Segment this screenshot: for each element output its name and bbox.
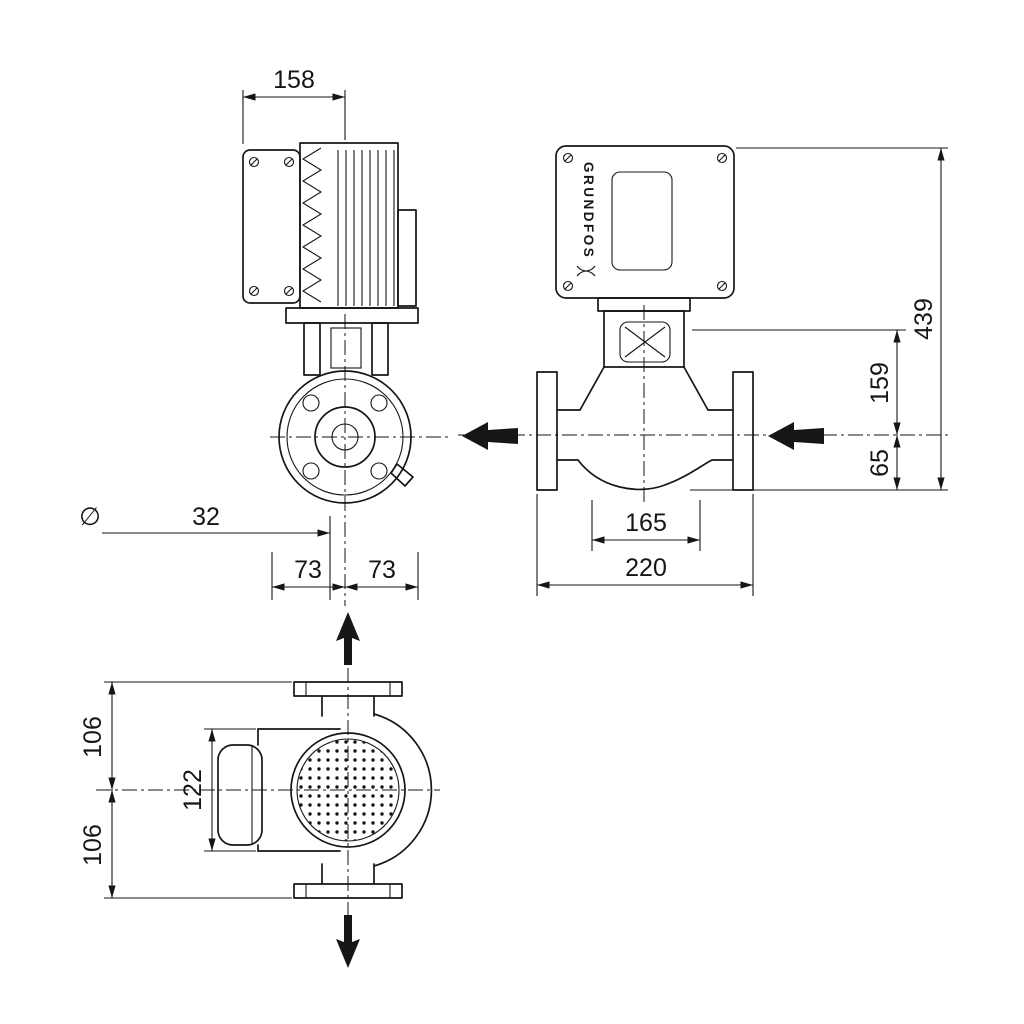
dim-total-height: 439 bbox=[690, 147, 948, 491]
grundfos-wordmark: GRUNDFOS bbox=[581, 162, 596, 259]
flow-arrow-down-icon bbox=[336, 915, 360, 968]
nameplate bbox=[611, 171, 673, 271]
coupling-window bbox=[619, 321, 671, 363]
dim-port-diameter-label: 32 bbox=[192, 503, 220, 531]
support-left bbox=[303, 322, 321, 376]
motor-body bbox=[299, 142, 417, 309]
dim-flange-inner: 165 bbox=[591, 500, 701, 551]
side-view: GRUNDFOS 439 bbox=[458, 145, 952, 596]
flow-arrow-up-icon bbox=[336, 612, 360, 665]
screw-icon bbox=[562, 152, 728, 292]
dim-flange-lower: 106 bbox=[79, 790, 292, 899]
support-right bbox=[371, 322, 389, 376]
bolt-hole bbox=[370, 394, 388, 412]
dim-port-to-port: 220 bbox=[536, 494, 754, 596]
dim-pump-height-label: 159 bbox=[866, 362, 894, 404]
pump-housing-plan bbox=[321, 695, 433, 885]
motor-flange bbox=[285, 307, 419, 324]
plan-view: 106 106 122 bbox=[79, 612, 440, 968]
flange-right bbox=[732, 371, 754, 491]
flow-arrow-right-icon bbox=[768, 422, 824, 450]
dim-port-left-label: 73 bbox=[294, 556, 322, 584]
dim-flange-inner-label: 165 bbox=[625, 509, 667, 537]
motor-plan bbox=[217, 728, 341, 852]
dim-flange-lower-label: 106 bbox=[79, 824, 107, 866]
motor-fin-sawtooth bbox=[301, 147, 323, 303]
dim-total-height-label: 439 bbox=[910, 298, 938, 340]
dim-flange-upper-label: 106 bbox=[79, 716, 107, 758]
fan-grille bbox=[290, 732, 406, 848]
dim-base-height-label: 65 bbox=[866, 449, 894, 477]
screw-icon bbox=[248, 156, 295, 297]
bolt-hole bbox=[370, 462, 388, 480]
dim-motor-width: 158 bbox=[242, 66, 346, 144]
motor-fins bbox=[337, 150, 395, 306]
dim-flange-upper: 106 bbox=[79, 681, 292, 790]
dim-motor-body-width-label: 122 bbox=[179, 769, 207, 811]
terminal-box bbox=[242, 149, 301, 304]
front-view: 158 ∅ 32 73 73 bbox=[79, 66, 448, 606]
grundfos-logo-icon bbox=[576, 265, 596, 277]
dim-port-right-label: 73 bbox=[368, 556, 396, 584]
dim-port-diameter: ∅ 32 bbox=[79, 503, 331, 600]
flange-left bbox=[536, 371, 558, 491]
dim-motor-width-label: 158 bbox=[273, 66, 315, 94]
bolt-hole bbox=[302, 394, 320, 412]
dim-pump-height: 159 bbox=[692, 329, 906, 435]
diameter-symbol: ∅ bbox=[79, 503, 101, 531]
dim-port-to-port-label: 220 bbox=[625, 554, 667, 582]
pump-housing-side bbox=[536, 366, 754, 491]
drain-spout bbox=[390, 463, 414, 487]
dim-port-offsets: 73 73 bbox=[271, 552, 419, 600]
dim-base-height: 65 bbox=[866, 435, 901, 490]
dim-motor-body-width: 122 bbox=[179, 728, 256, 852]
motor-end-cap bbox=[217, 744, 263, 846]
motor-bracket bbox=[397, 209, 417, 307]
coupling bbox=[330, 327, 362, 369]
flow-arrow-left-icon bbox=[462, 422, 518, 450]
bolt-hole bbox=[302, 462, 320, 480]
